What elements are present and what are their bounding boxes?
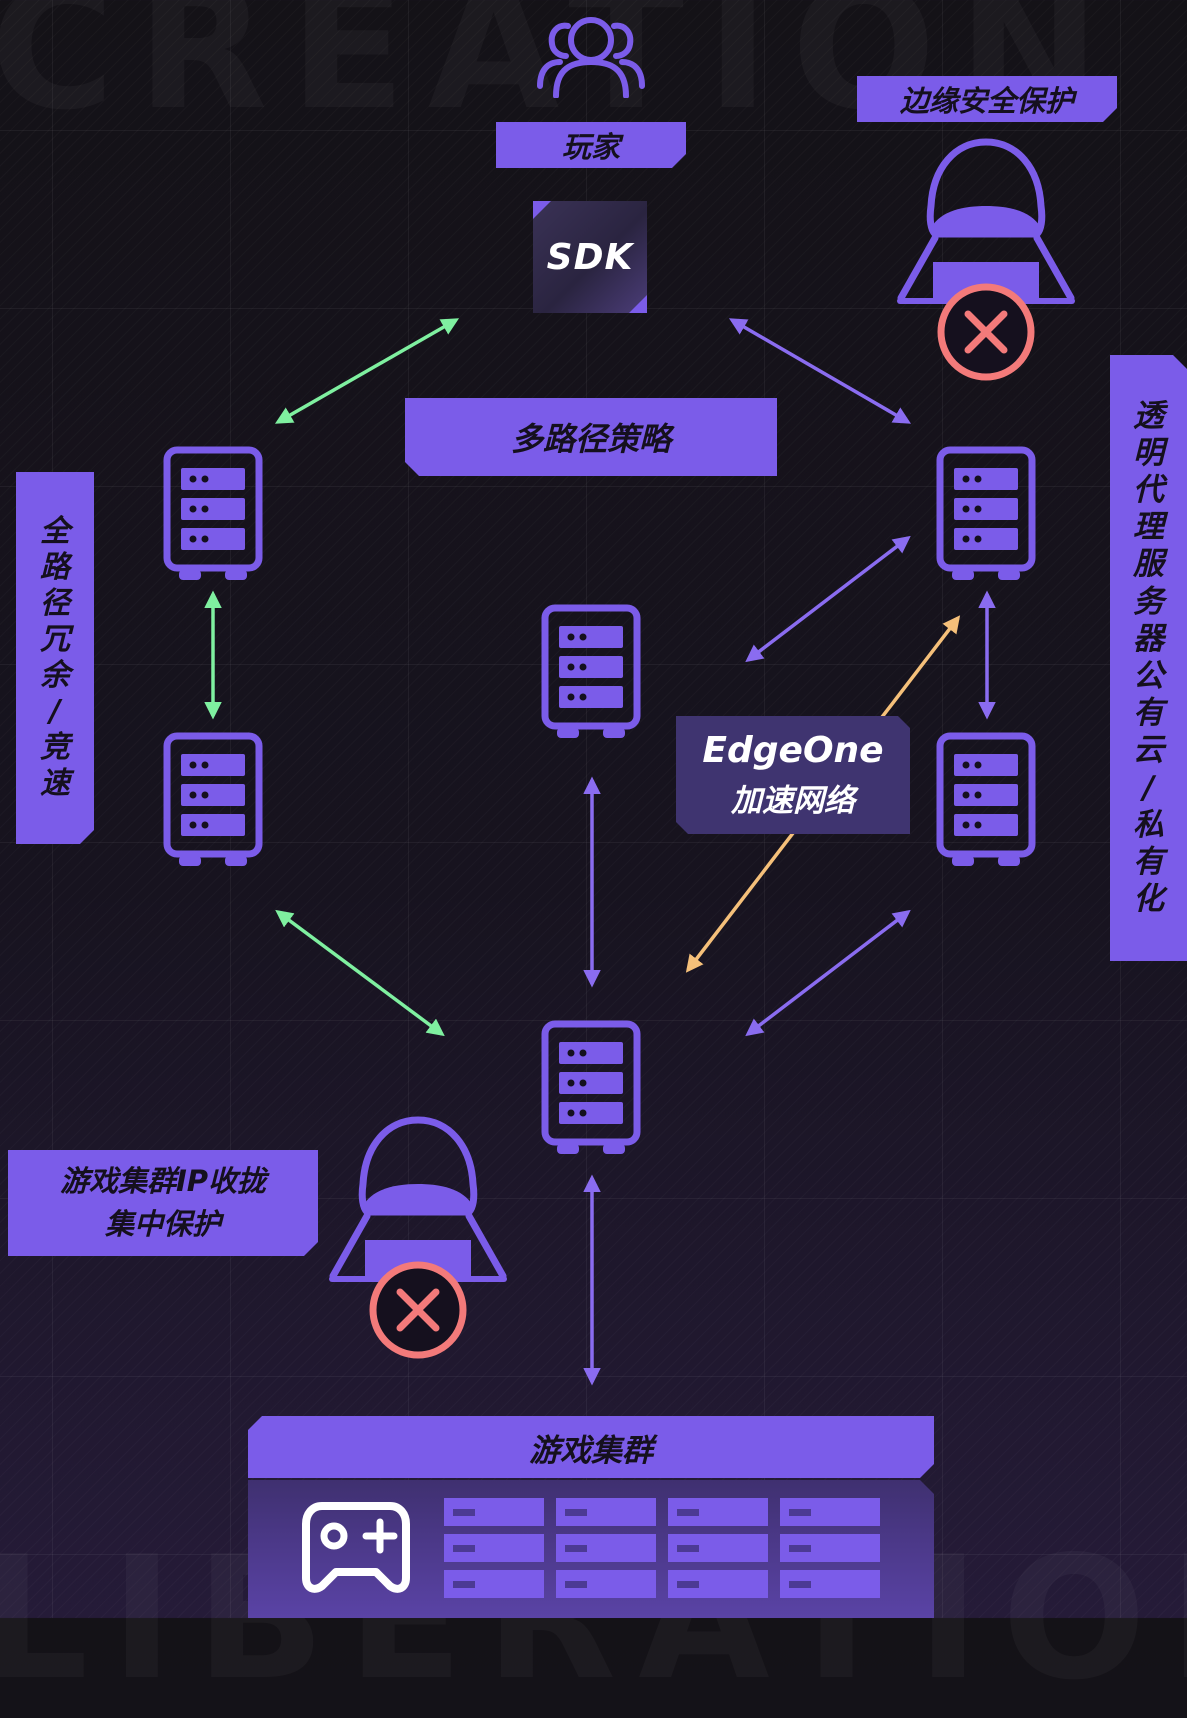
redundancy-label: 全 路 径 冗 余 / 竞 速: [16, 472, 94, 844]
rack-unit: [556, 1534, 656, 1562]
rack-unit: [444, 1498, 544, 1526]
rack-unit: [780, 1498, 880, 1526]
game-cluster-body: [248, 1480, 934, 1618]
sdk-block: SDK: [533, 201, 647, 313]
close-circle-icon-bottom: [369, 1261, 467, 1359]
rack-unit: [780, 1570, 880, 1598]
arrow-left-bottom: [275, 909, 445, 1037]
users-icon: [537, 17, 645, 98]
close-circle-icon-top: [937, 283, 1035, 381]
arrow-sdk-right: [728, 318, 912, 424]
gamepad-icon: [300, 1498, 412, 1594]
player-label: 玩家: [496, 122, 686, 168]
server-icon-left-bottom: [163, 732, 263, 866]
transparent-proxy-label: 透 明 代 理 服 务 器 公 有 云 / 私 有 化: [1110, 355, 1187, 961]
ip-protection-line1: 游戏集群IP收拢: [59, 1163, 267, 1198]
server-icon-center: [541, 604, 641, 738]
server-icon-right-top: [936, 446, 1036, 580]
sdk-label: SDK: [546, 236, 634, 278]
edgeone-title: EdgeOne: [702, 730, 884, 771]
arrow-right-center: [745, 535, 911, 663]
edge-security-label: 边缘安全保护: [857, 76, 1117, 122]
multipath-strategy-label: 多路径策略: [405, 398, 777, 476]
ip-protection-line2: 集中保护: [104, 1207, 221, 1241]
rack-unit: [556, 1570, 656, 1598]
arrow-sdk-left: [274, 318, 460, 424]
game-cluster-title: 游戏集群: [248, 1416, 934, 1478]
rack-unit: [444, 1570, 544, 1598]
rack-unit: [780, 1534, 880, 1562]
rack-unit: [668, 1570, 768, 1598]
hacker-icon-bottom: [329, 1116, 507, 1359]
rack-unit: [668, 1534, 768, 1562]
rack-unit: [668, 1498, 768, 1526]
hacker-icon-top: [897, 138, 1075, 381]
server-icon-bottom: [541, 1020, 641, 1154]
server-icon-left-top: [163, 446, 263, 580]
edgeone-subtitle: 加速网络: [731, 783, 855, 819]
rack-unit: [444, 1534, 544, 1562]
ip-protection-label: 游戏集群IP收拢 集中保护: [8, 1150, 318, 1256]
rack-unit: [556, 1498, 656, 1526]
edgeone-network-label: EdgeOne 加速网络: [676, 716, 910, 834]
arrow-right-bottom: [745, 909, 911, 1037]
server-icon-right-bottom: [936, 732, 1036, 866]
